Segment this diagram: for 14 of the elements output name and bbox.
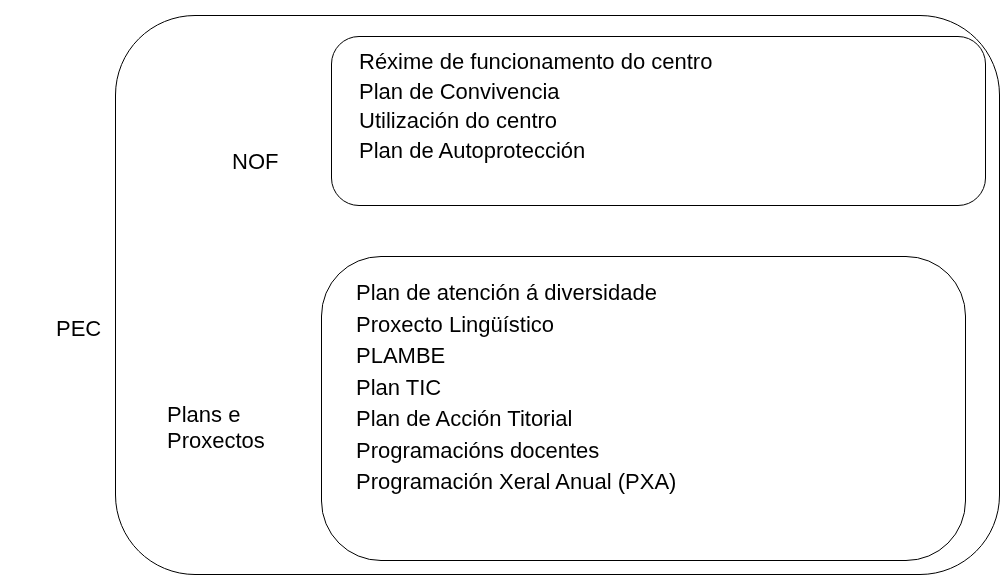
list-item: Programacións docentes (356, 436, 601, 465)
list-item: Programación Xeral Anual (PXA) (356, 468, 677, 496)
list-item: Plan de Autoprotección (359, 136, 587, 165)
list-item: Plan de Acción Titorial (356, 405, 574, 433)
group-heading: NOF (232, 149, 280, 175)
list-item: Proxecto Lingüístico (356, 310, 556, 339)
list-item: PLAMBE (356, 342, 447, 370)
group-heading: PEC (56, 316, 103, 342)
list-item: Plan TIC (356, 373, 443, 402)
list-item: Réxime de funcionamento do centro (359, 48, 713, 76)
group-heading: Plans e Proxectos (167, 402, 266, 454)
list-item: Plan de Convivencia (359, 77, 561, 106)
list-item: Utilización do centro (359, 107, 559, 135)
list-item: Plan de atención á diversidade (356, 279, 658, 307)
